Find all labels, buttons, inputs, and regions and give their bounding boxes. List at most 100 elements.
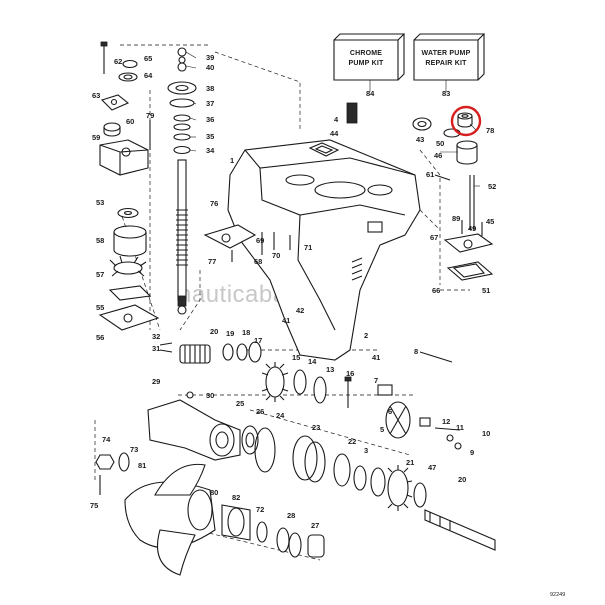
callout-17: 17 [254,336,262,345]
callout-35: 35 [206,132,214,141]
callout-44: 44 [330,129,339,138]
chrome-kit-line1: CHROME [350,50,382,57]
callout-47: 47 [428,463,436,472]
callout-42: 42 [296,306,304,315]
callout-29: 29 [152,377,160,386]
callout-72: 72 [256,505,264,514]
callout-36: 36 [206,115,214,124]
callout-69: 69 [256,236,264,245]
callout-28: 28 [287,511,295,520]
callout-61: 61 [426,170,434,179]
callout-5: 5 [380,425,384,434]
callout-79: 79 [146,111,154,120]
callout-30: 30 [206,391,214,400]
callout-53: 53 [96,198,104,207]
callout-58: 58 [96,236,104,245]
callout-59: 59 [92,133,100,142]
callout-27: 27 [311,521,319,530]
water-pump-repair-kit-box: WATER PUMP REPAIR KIT [413,33,486,81]
callout-64: 64 [144,71,153,80]
callout-66: 66 [432,286,440,295]
callout-67: 67 [430,233,438,242]
callout-21: 21 [406,458,414,467]
pinion-gear-group [159,341,262,399]
callout-15: 15 [292,353,300,362]
callout-23: 23 [312,423,320,432]
callout-3: 3 [364,446,368,455]
callout-45: 45 [486,217,494,226]
callout-41b: 41 [372,353,380,362]
callout-46: 46 [434,151,442,160]
callout-32: 32 [152,332,160,341]
callout-9: 9 [470,448,474,457]
callout-80: 80 [210,488,218,497]
callout-89: 89 [452,214,460,223]
callout-56: 56 [96,333,104,342]
callout-49: 49 [468,224,476,233]
callout-20: 20 [210,327,218,336]
callout-10: 10 [482,429,490,438]
callout-34: 34 [206,146,215,155]
callout-51: 51 [482,286,490,295]
callout-75: 75 [90,501,98,510]
callout-65: 65 [144,54,152,63]
callout-7: 7 [374,376,378,385]
callout-leaders [185,51,480,187]
callout-77: 77 [208,257,216,266]
callout-8: 8 [414,347,418,356]
callout-43: 43 [416,135,424,144]
callout-74: 74 [102,435,111,444]
gears-bearings-group [261,351,462,450]
propshaft-group [147,399,496,551]
water-pump-parts-group [98,41,160,331]
callout-70: 70 [272,251,280,260]
callout-41: 41 [282,316,290,325]
callout-12: 12 [442,417,450,426]
callout-68: 68 [254,257,262,266]
callout-16: 16 [346,369,354,378]
callout-39: 39 [206,53,214,62]
callout-62: 62 [114,57,122,66]
chrome-pump-kit-box: CHROME PUMP KIT [333,33,406,81]
callout-22: 22 [348,437,356,446]
callout-71: 71 [304,243,312,252]
callout-83: 83 [442,89,450,98]
callout-14: 14 [308,357,317,366]
callout-81: 81 [138,461,146,470]
highlight-ring-78 [450,105,482,137]
callout-24: 24 [276,411,285,420]
gearcase-housing [227,102,421,361]
callout-38: 38 [206,84,214,93]
trim-tab-group [203,224,291,262]
propeller-group [95,452,325,576]
callout-25: 25 [236,399,244,408]
callout-52: 52 [488,182,496,191]
callout-13: 13 [326,365,334,374]
callout-31: 31 [152,344,160,353]
callout-20b: 20 [458,475,466,484]
callout-50: 50 [436,139,444,148]
callout-2: 2 [364,331,368,340]
callout-60: 60 [126,117,134,126]
callout-4: 4 [334,115,339,124]
callout-84: 84 [366,89,375,98]
callout-78: 78 [486,126,494,135]
callout-6: 6 [388,407,392,416]
callout-55: 55 [96,303,104,312]
callout-labels: 62 65 64 63 60 59 79 53 58 57 55 56 39 4… [90,53,496,530]
right-pump-parts-group [412,112,494,281]
callout-40: 40 [206,63,214,72]
chrome-kit-line2: PUMP KIT [349,60,384,67]
callout-26: 26 [256,407,264,416]
water-kit-line1: WATER PUMP [422,50,471,57]
callout-19: 19 [226,329,234,338]
callout-73: 73 [130,445,138,454]
driveshaft-stack-group [167,47,197,315]
callout-18: 18 [242,328,250,337]
callout-82: 82 [232,493,240,502]
callout-76: 76 [210,199,218,208]
callout-11: 11 [456,423,464,432]
callout-1: 1 [230,156,234,165]
callout-57: 57 [96,270,104,279]
